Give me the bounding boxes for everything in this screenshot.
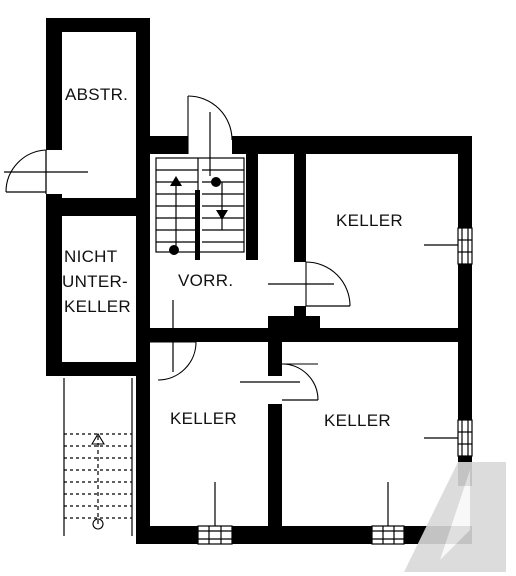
doors bbox=[4, 95, 351, 401]
label-keller-upper-right: KELLER bbox=[336, 211, 403, 230]
label-keller-lower-left: KELLER bbox=[170, 409, 237, 428]
stairs-interior bbox=[155, 157, 245, 260]
window-bottom-right bbox=[371, 525, 405, 545]
wall-lower-divider bbox=[268, 328, 282, 376]
wall-keller-ur-left-upper bbox=[294, 150, 306, 262]
door-vorr-keller-ur bbox=[268, 261, 351, 307]
wall-strip-top bbox=[46, 18, 150, 32]
label-abstr: ABSTR. bbox=[65, 85, 128, 104]
wall-stair-partition bbox=[246, 150, 258, 260]
wall-strip-left-lower bbox=[46, 194, 62, 376]
wall-strip-right bbox=[136, 18, 150, 218]
wall-lower-left-outer bbox=[136, 328, 150, 544]
window-right-upper bbox=[457, 227, 473, 265]
label-nicht-line2: UNTER- bbox=[62, 272, 128, 291]
watermark-logo bbox=[404, 462, 506, 572]
wall-strip-left bbox=[46, 18, 62, 150]
wall-bottom-mid bbox=[232, 526, 372, 544]
door-top-entrance bbox=[187, 95, 233, 176]
label-keller-lower-right: KELLER bbox=[324, 411, 391, 430]
window-right-lower bbox=[457, 419, 473, 457]
wall-top-left-seg bbox=[136, 136, 188, 154]
windows bbox=[197, 227, 473, 545]
stairs-exterior bbox=[63, 378, 133, 536]
label-nicht-line3: KELLER bbox=[64, 297, 131, 316]
door-vorr-keller-ll bbox=[150, 300, 197, 381]
window-bottom-left bbox=[197, 525, 233, 545]
wall-bottom-left bbox=[136, 526, 198, 544]
door-abstr-entrance bbox=[4, 149, 88, 194]
wall-top-right-seg bbox=[232, 136, 472, 154]
label-vorr: VORR. bbox=[178, 271, 233, 290]
wall-nicht-bottom bbox=[46, 362, 150, 376]
label-nicht-line1: NICHT bbox=[64, 247, 117, 266]
wall-right-upper bbox=[458, 136, 472, 228]
wall-lower-divider-lower bbox=[268, 404, 282, 544]
door-keller-lr bbox=[240, 363, 319, 401]
wall-abstr-bottom bbox=[46, 198, 150, 216]
